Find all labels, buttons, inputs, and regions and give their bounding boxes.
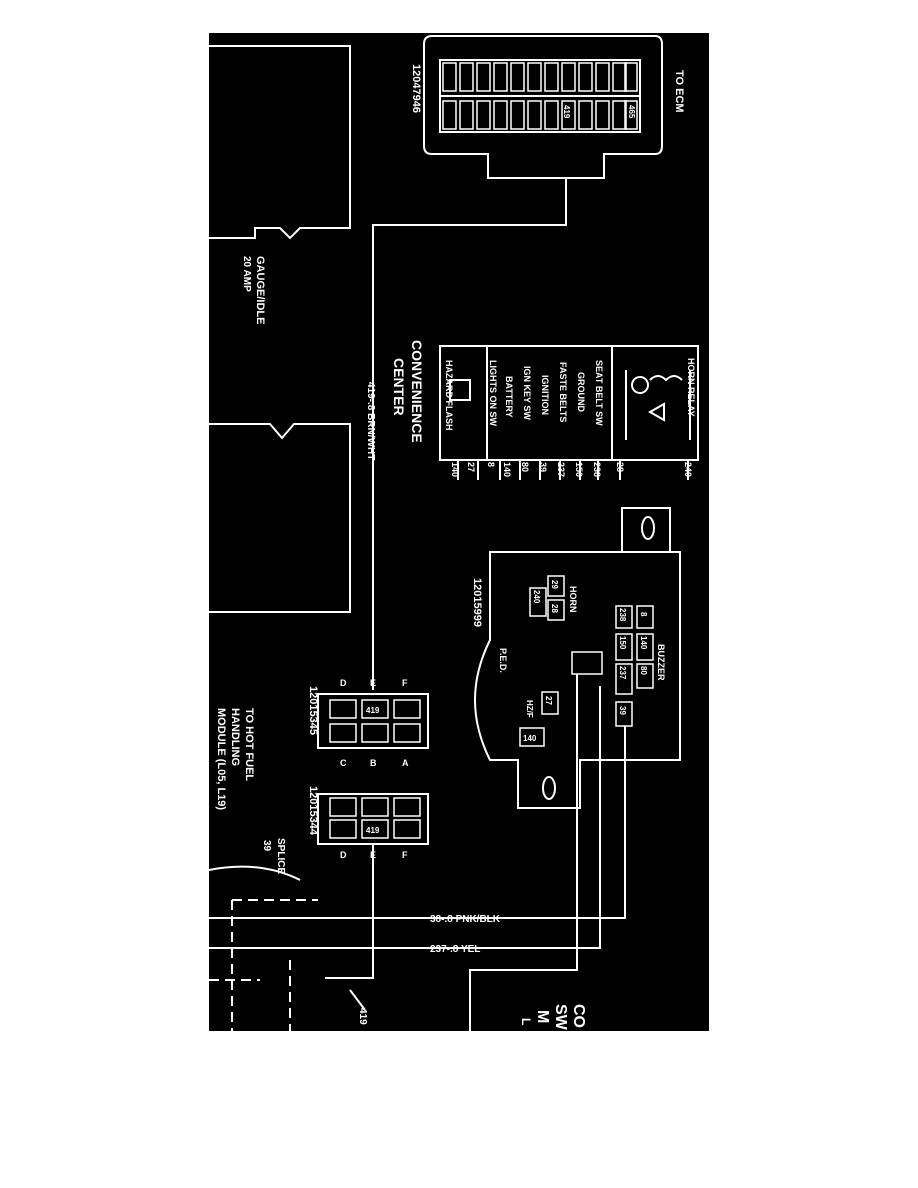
bottom-cut-l2: SW xyxy=(552,1004,569,1031)
conv-row-battery: BATTERY xyxy=(504,376,514,418)
ecm-part-number: 12047946 xyxy=(410,64,422,113)
fuse-block-label2: 20 AMP xyxy=(241,256,252,292)
conn-12015345-part: 12015345 xyxy=(307,686,319,735)
conv-circuit-39: 39 xyxy=(538,462,548,472)
conv-row-hazard-flash: HAZARD FLASH xyxy=(444,360,454,431)
wire-237-label: 237-.8 YEL xyxy=(430,944,480,955)
conv-row-ignition: IGNITION xyxy=(540,375,550,415)
conv-row-ign-key-sw: IGN KEY SW xyxy=(522,366,532,420)
conn-12015345-D: D xyxy=(340,678,347,688)
hot-fuel-l3: MODULE (L05, L19) xyxy=(215,708,227,810)
conn-12015345-circuit: 419 xyxy=(366,706,380,715)
fuse-block-label: GAUGE/IDLE xyxy=(254,256,266,324)
cell-140-hz: 140 xyxy=(523,734,537,743)
cell-238: 238 xyxy=(618,608,627,622)
hot-fuel-l1: TO HOT FUEL xyxy=(243,708,255,781)
conv-circuit-140: 140 xyxy=(502,462,512,477)
conn-12015344-part: 12015344 xyxy=(307,786,319,836)
conn-12015999-ped: P.E.D. xyxy=(498,648,508,673)
wire-419-bottom-label: 419 xyxy=(357,1008,368,1025)
conn-12015999-horn: HORN xyxy=(568,586,578,613)
ecm-circuit-419: 419 xyxy=(562,105,571,119)
conn-12015345-C: C xyxy=(340,758,347,768)
bottom-cut-l3: M xyxy=(534,1010,551,1023)
conv-row-seat-belt-sw: SEAT BELT SW xyxy=(594,360,604,426)
conn-12015344-E: E xyxy=(370,850,376,860)
convenience-title: CONVENIENCE xyxy=(409,340,425,443)
cell-150: 150 xyxy=(618,636,627,650)
cell-80: 80 xyxy=(639,666,648,675)
horn-relay-label: HORN RELAY xyxy=(686,358,696,417)
conv-circuit-8: 8 xyxy=(486,462,496,467)
cell-237: 237 xyxy=(618,666,627,680)
convenience-title2: CENTER xyxy=(391,358,407,416)
wire-38-label: 38-.8 PNK/BLK xyxy=(430,914,501,925)
conv-circuit-27: 27 xyxy=(466,462,476,472)
cell-240: 240 xyxy=(532,590,541,604)
conn-12015344-circuit: 419 xyxy=(366,826,380,835)
conv-circuit-238: 238 xyxy=(592,462,602,477)
cell-28: 28 xyxy=(550,604,559,613)
conn-12015345-A: A xyxy=(402,758,409,768)
conn-12015345-E: E xyxy=(370,678,376,688)
hot-fuel-l2: HANDLING xyxy=(229,708,241,766)
conn-12015999-part: 12015999 xyxy=(471,578,483,627)
cell-8: 8 xyxy=(639,612,648,617)
cell-39: 39 xyxy=(618,706,627,715)
ecm-label: TO ECM xyxy=(673,70,685,113)
conn-12015999-buzzer: BUZZER xyxy=(656,644,666,681)
wire-419-label: 419-.8 BRN/WHT xyxy=(365,382,376,460)
cell-27: 27 xyxy=(544,696,553,705)
conv-circuit-140b: 140 xyxy=(450,462,460,477)
cell-140: 140 xyxy=(639,636,648,650)
conv-row-faste-belts: FASTE BELTS xyxy=(558,362,568,422)
cell-29: 29 xyxy=(550,580,559,589)
bottom-cut-l1: CO xyxy=(570,1004,587,1028)
diagram-panel xyxy=(209,33,709,1031)
conv-circuit-237: 237 xyxy=(556,462,566,477)
conn-12015345-F: F xyxy=(402,678,408,688)
ecm-circuit-465: 465 xyxy=(627,105,636,119)
relay-circuit-240: 240 xyxy=(683,462,693,477)
splice-l2: 39 xyxy=(261,840,272,852)
conv-circuit-80: 80 xyxy=(520,462,530,472)
conn-12015344-D: D xyxy=(340,850,347,860)
conn-12015345-B: B xyxy=(370,758,377,768)
conv-row-ground: GROUND xyxy=(576,372,586,412)
bottom-cut-l4: L xyxy=(519,1018,533,1025)
conn-12015344-F: F xyxy=(402,850,408,860)
splice-l1: SPLICE xyxy=(275,838,286,874)
relay-circuit-28: 28 xyxy=(615,462,625,472)
conv-row-lights-on-sw: LIGHTS ON SW xyxy=(488,360,498,427)
conn-12015999-hzf: HZ/F xyxy=(525,700,534,718)
conv-circuit-150: 150 xyxy=(574,462,584,477)
